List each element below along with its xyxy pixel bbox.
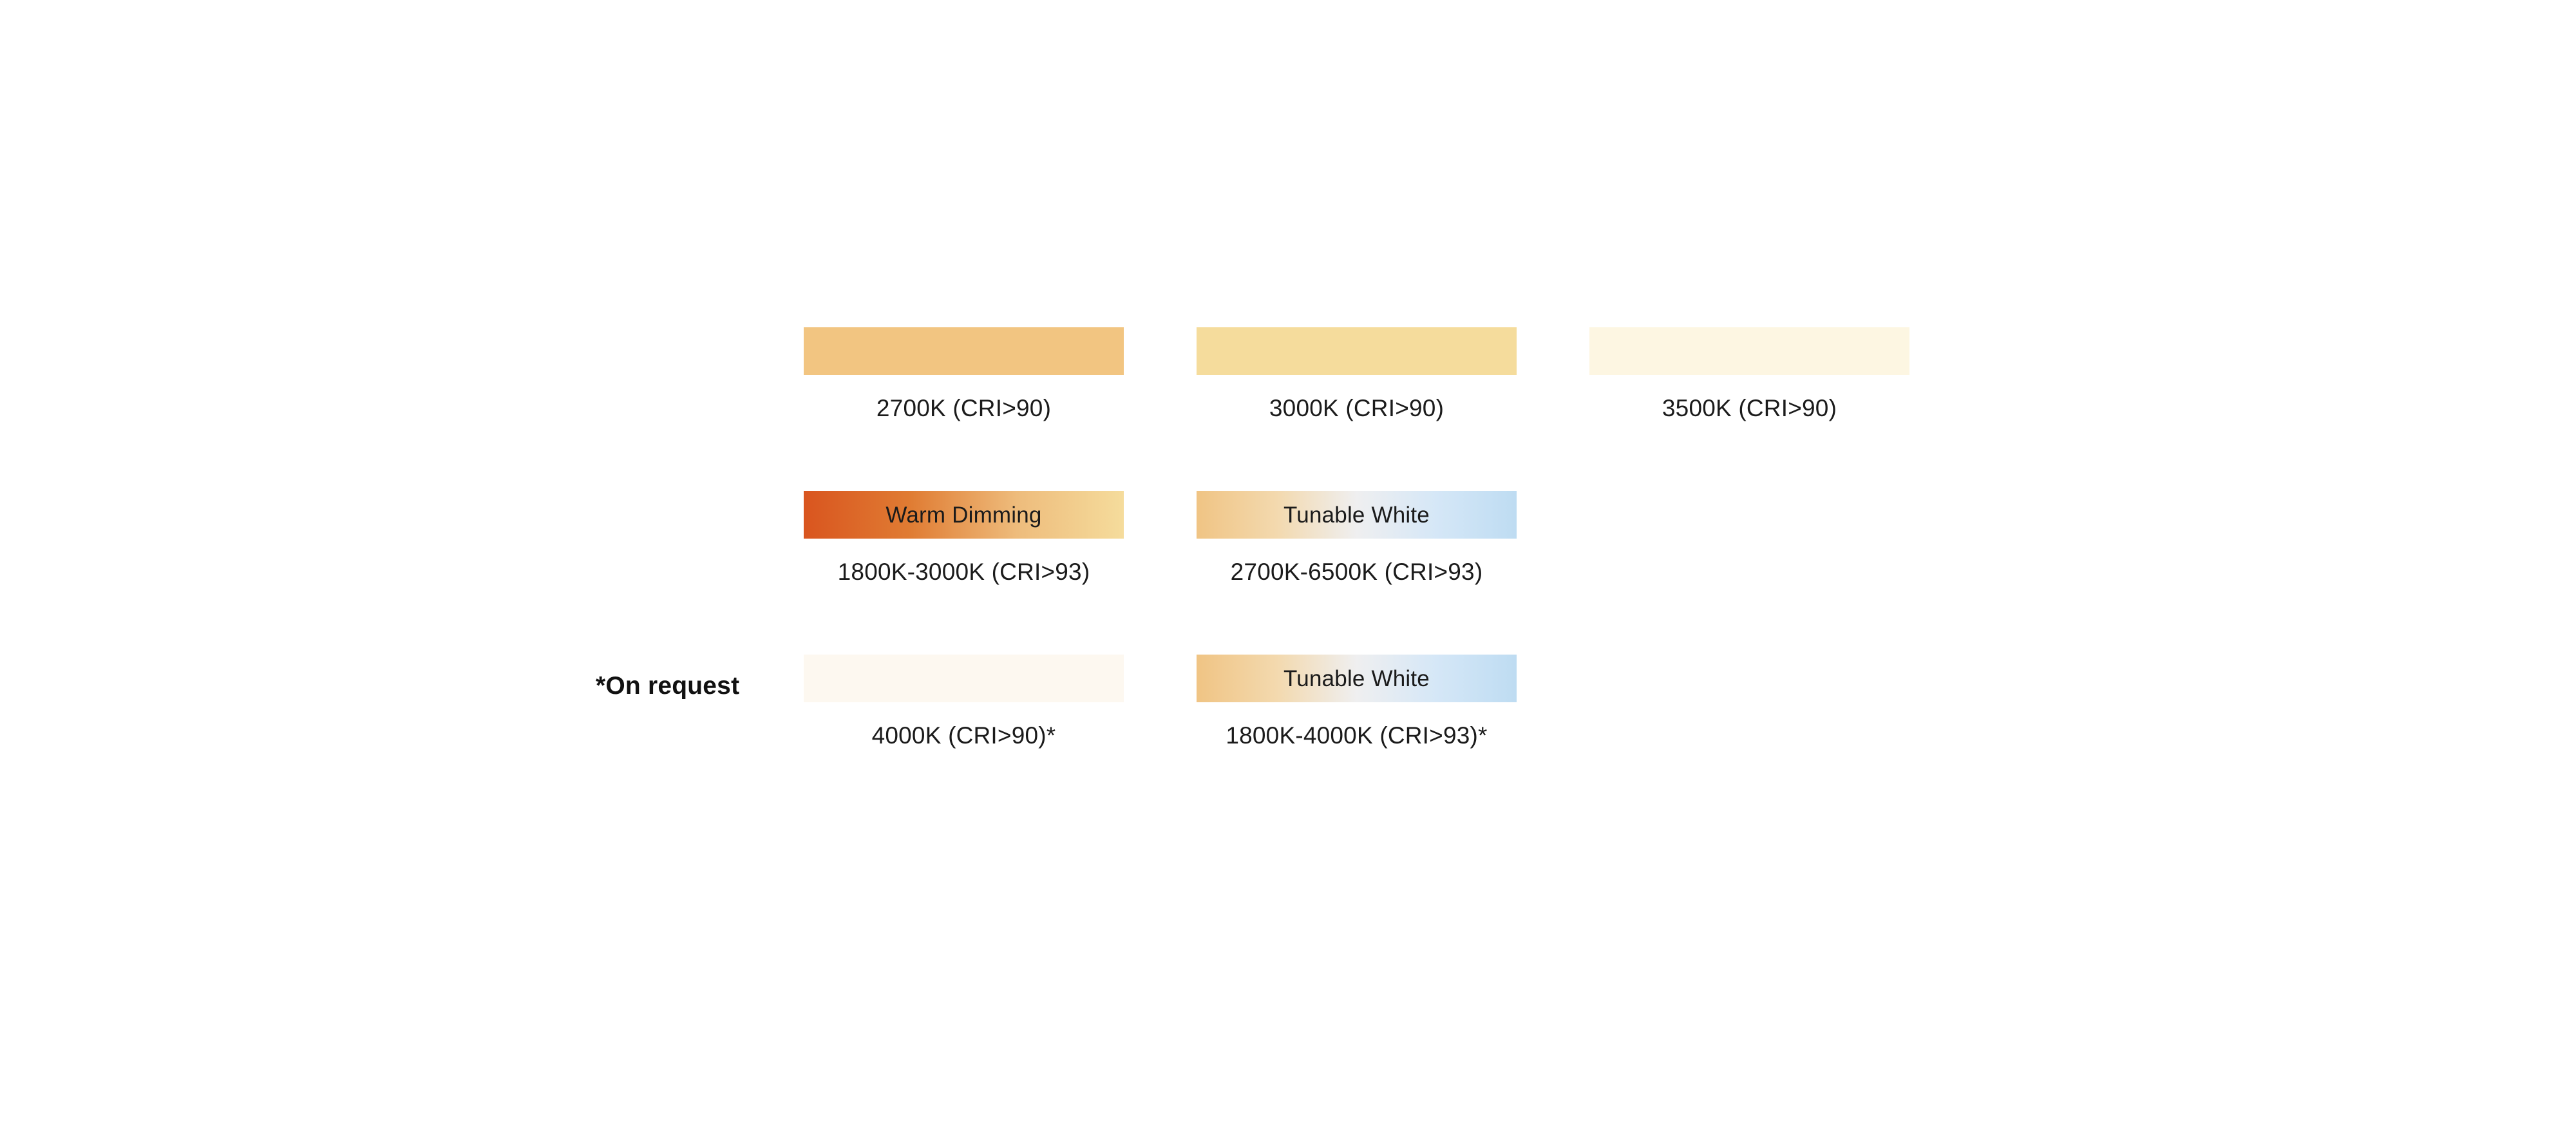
swatch-label: Tunable White (1283, 666, 1430, 691)
color-swatch[interactable]: Tunable White (1197, 655, 1517, 702)
color-swatch[interactable] (1197, 327, 1517, 375)
on-request-footnote: *On request (596, 672, 740, 700)
swatch-caption: 3500K (CRI>90) (1662, 395, 1837, 421)
color-temperature-grid: 2700K (CRI>90) 3000K (CRI>90) 3500K (CRI… (804, 327, 1909, 818)
cct-row: 4000K (CRI>90)* Tunable White 1800K-4000… (804, 655, 1899, 818)
cct-swatch-cell: 4000K (CRI>90)* (804, 655, 1124, 749)
swatch-caption: 1800K-3000K (CRI>93) (837, 559, 1090, 585)
cct-swatch-cell: Tunable White 2700K-6500K (CRI>93) (1197, 491, 1517, 586)
swatch-caption: 1800K-4000K (CRI>93)* (1226, 722, 1488, 749)
cct-row: Warm Dimming 1800K-3000K (CRI>93) Tunabl… (804, 491, 1899, 655)
color-swatch[interactable] (1589, 327, 1909, 375)
color-swatch[interactable]: Warm Dimming (804, 491, 1124, 539)
color-swatch[interactable] (804, 655, 1124, 702)
swatch-caption: 4000K (CRI>90)* (871, 722, 1056, 749)
swatch-label: Tunable White (1283, 502, 1430, 528)
swatch-caption: 2700K (CRI>90) (876, 395, 1052, 421)
swatch-caption: 3000K (CRI>90) (1269, 395, 1444, 421)
cct-swatch-cell: 3500K (CRI>90) (1589, 327, 1909, 422)
color-swatch[interactable]: Tunable White (1197, 491, 1517, 539)
swatch-caption: 2700K-6500K (CRI>93) (1230, 559, 1483, 585)
cct-swatch-cell: 2700K (CRI>90) (804, 327, 1124, 422)
cct-row: 2700K (CRI>90) 3000K (CRI>90) 3500K (CRI… (804, 327, 1909, 491)
color-swatch[interactable] (804, 327, 1124, 375)
cct-swatch-cell: Warm Dimming 1800K-3000K (CRI>93) (804, 491, 1124, 586)
swatch-label: Warm Dimming (886, 502, 1042, 528)
cct-swatch-cell: 3000K (CRI>90) (1197, 327, 1517, 422)
cct-swatch-cell: Tunable White 1800K-4000K (CRI>93)* (1197, 655, 1517, 749)
